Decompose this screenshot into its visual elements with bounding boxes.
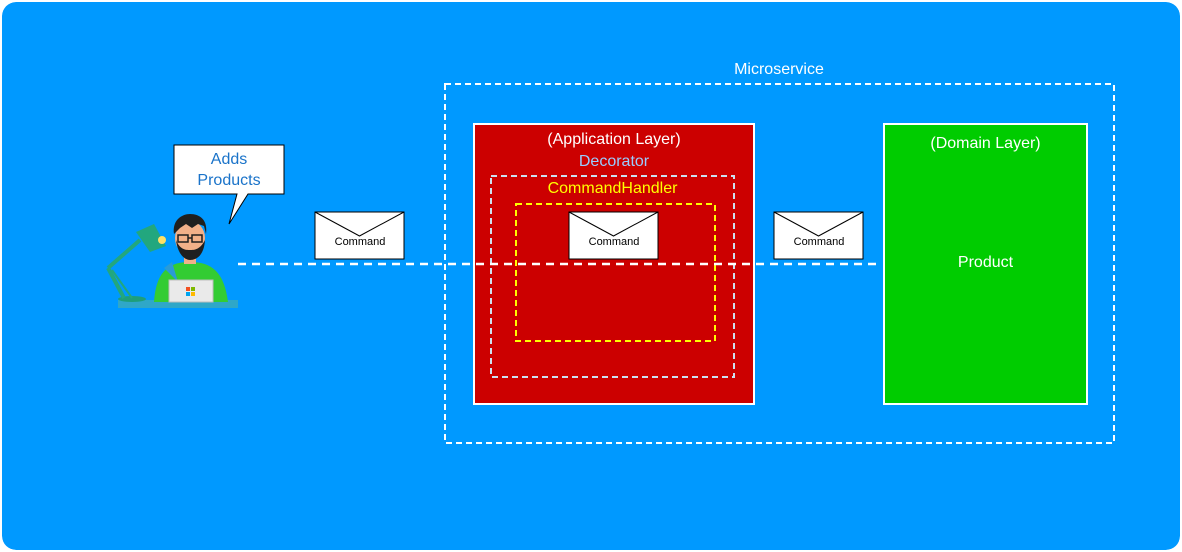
domain-layer-box [883,123,1088,405]
command-envelope-label: Command [334,236,386,248]
microservice-title: Microservice [734,61,824,78]
speech-callout [173,144,285,225]
command-envelope-label: Command [588,236,640,248]
command-handler-boundary [515,203,716,342]
microservice-boundary [444,83,1115,444]
domain-layer-title: (Domain Layer) [930,135,1041,152]
command-envelope-label: Command [793,236,845,248]
decorator-boundary [490,175,735,378]
developer-at-laptop-icon [106,214,238,308]
callout-text: Adds Products [174,149,284,191]
product-entity-label: Product [957,254,1014,271]
desk-lamp-icon [106,224,166,302]
envelope-icon [568,211,659,260]
envelope-icon [314,211,405,260]
windows-logo-icon [186,287,195,296]
command-handler-title: CommandHandler [547,180,678,197]
application-layer-title: (Application Layer) [547,131,681,148]
decorator-title: Decorator [578,153,650,170]
callout-line: Products [197,172,261,189]
callout-line: Adds [210,151,248,168]
envelope-icon [773,211,864,260]
